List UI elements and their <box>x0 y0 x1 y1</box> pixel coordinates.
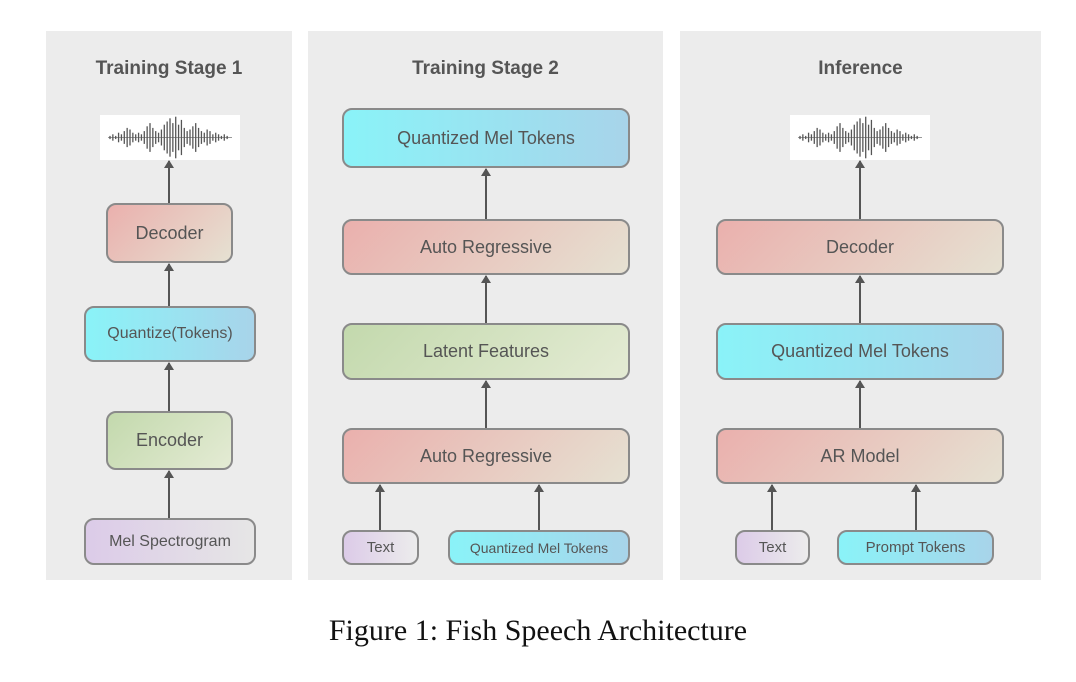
arrow <box>481 380 491 428</box>
ar-model-box: AR Model <box>716 428 1004 484</box>
arrow <box>481 275 491 323</box>
quantized-mel-tokens-input-box: Quantized Mel Tokens <box>448 530 630 565</box>
decoder-box: Decoder <box>106 203 233 263</box>
panel-title: Inference <box>818 58 903 79</box>
arrow <box>911 484 921 530</box>
panel-title: Training Stage 1 <box>95 58 243 79</box>
prompt-tokens-box: Prompt Tokens <box>837 530 994 565</box>
mel-spectrogram-box: Mel Spectrogram <box>84 518 256 565</box>
panel-title: Training Stage 2 <box>412 58 559 79</box>
arrow <box>767 484 777 530</box>
arrow <box>534 484 544 530</box>
arrow <box>855 160 865 219</box>
auto-regressive-box: Auto Regressive <box>342 428 630 484</box>
waveform-icon <box>790 115 930 160</box>
arrow <box>375 484 385 530</box>
arrow <box>481 168 491 219</box>
decoder-box: Decoder <box>716 219 1004 275</box>
arrow <box>164 470 174 518</box>
arrow <box>855 380 865 428</box>
arrow <box>164 263 174 306</box>
text-input-box: Text <box>342 530 419 565</box>
quantize-tokens-box: Quantize(Tokens) <box>84 306 256 362</box>
waveform-icon <box>100 115 240 160</box>
quantized-mel-tokens-box: Quantized Mel Tokens <box>716 323 1004 380</box>
arrow <box>164 160 174 203</box>
arrow <box>855 275 865 323</box>
text-input-box: Text <box>735 530 810 565</box>
encoder-box: Encoder <box>106 411 233 470</box>
latent-features-box: Latent Features <box>342 323 630 380</box>
figure-caption: Figure 1: Fish Speech Architecture <box>328 614 748 647</box>
auto-regressive-box: Auto Regressive <box>342 219 630 275</box>
quantized-mel-tokens-box: Quantized Mel Tokens <box>342 108 630 168</box>
arrow <box>164 362 174 411</box>
